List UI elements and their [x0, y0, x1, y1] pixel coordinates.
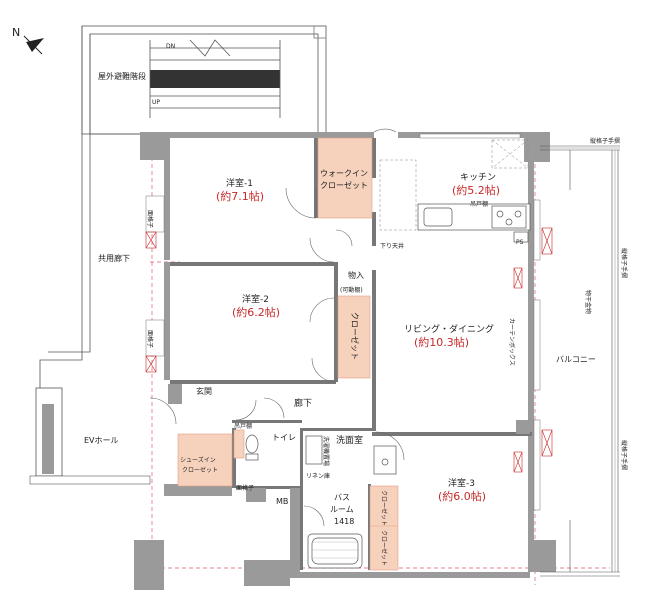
western1-size: (約7.1帖) — [216, 189, 264, 203]
closet3-area — [369, 485, 399, 571]
face-lattice-label-1: 面格子 — [146, 210, 154, 228]
storage-name1: 物入 — [348, 270, 364, 280]
walkin-name1: ウォークイン — [320, 169, 368, 178]
walkin-name2: クローゼット — [320, 180, 368, 190]
shoes-name2: クローゼット — [182, 466, 218, 474]
closet3b-name: クローゼット — [380, 530, 388, 566]
vent-markers — [145, 227, 553, 473]
face-lattice-label-3: 面格子 — [236, 484, 254, 492]
closet2-name: クローゼット — [350, 312, 360, 360]
common-corridor-label: 共用廊下 — [98, 253, 130, 263]
exterior-walls — [134, 132, 556, 590]
living-name: リビング・ダイニング — [404, 323, 494, 335]
bath-tile-hatch — [312, 541, 358, 559]
ps-label: PS — [516, 239, 524, 246]
north-arrow-icon — [26, 38, 44, 52]
linen-name: リネン庫 — [306, 472, 330, 480]
living-size: (約10.3帖) — [414, 335, 469, 349]
face-lattice-label-2: 面格子 — [146, 330, 154, 348]
drop-ceiling-label: 下り天井 — [380, 242, 404, 250]
toilet-cabinet-area — [233, 429, 245, 459]
storage-name2: (可動棚) — [340, 286, 363, 294]
western3-name: 洋室-3 — [448, 477, 475, 489]
columns — [164, 384, 530, 572]
lattice-rail-top-label: 縦格子手摺 — [590, 137, 620, 145]
western3-size: (約6.0帖) — [438, 489, 486, 503]
kitchen-size: (約5.2帖) — [452, 183, 500, 197]
lattice-rail-right1-label: 縦格子手摺 — [620, 248, 628, 278]
washer-name: 洗濯機置場 — [322, 436, 330, 466]
stair-treads — [149, 39, 281, 118]
doors — [149, 128, 405, 527]
kitchen-counter — [417, 203, 531, 243]
mb-label: MB — [276, 497, 288, 506]
lattice-rail-right2-label: 縦格子手摺 — [620, 440, 628, 470]
balcony-label: バルコニー — [556, 355, 596, 364]
fixtures — [245, 434, 397, 569]
bath-name2: ルーム — [330, 505, 354, 514]
range-hood-label: 吊戸棚 — [234, 422, 252, 430]
kitchen-name: キッチン — [460, 172, 496, 183]
curtain-box-label: カーテンボックス — [508, 318, 516, 366]
laundry-rack-label: 物干金物 — [584, 290, 592, 314]
bath-code: 1418 — [334, 517, 354, 526]
compass: N — [12, 26, 44, 55]
stairs-up-label: UP — [152, 99, 160, 106]
hallway-name: 廊下 — [294, 397, 312, 409]
bath-name1: バス — [334, 493, 350, 502]
outdoor-area — [39, 25, 327, 400]
entrance-name: 玄関 — [196, 386, 212, 396]
outdoor-stairs-label: 屋外避難階段 — [98, 71, 146, 81]
ev-hall-structure — [29, 387, 151, 485]
compass-north-label: N — [12, 26, 20, 39]
range-hood-dashes — [379, 139, 529, 231]
windows — [145, 133, 541, 511]
sink-icon — [423, 207, 453, 227]
upper-cabinet-label: 吊戸棚 — [470, 200, 488, 208]
washer-space — [305, 435, 323, 465]
closet3a-name: クローゼット — [380, 490, 388, 526]
shoes-name1: シューズイン — [180, 456, 216, 464]
western1-name: 洋室-1 — [226, 177, 253, 189]
stairs-dn-label: DN — [166, 43, 175, 50]
toilet-name: トイレ — [272, 433, 296, 442]
toilet-icon — [245, 434, 259, 454]
closet-areas — [177, 137, 489, 571]
western2-size: (約6.2帖) — [232, 305, 280, 319]
walkin-closet-area — [317, 137, 373, 219]
shoes-closet-area — [177, 433, 233, 487]
closet2-area — [337, 295, 371, 379]
balcony-area — [540, 145, 620, 577]
ev-hall-label: EVホール — [84, 436, 119, 445]
western2-name: 洋室-2 — [242, 293, 269, 305]
balcony-rail-ticks — [540, 147, 620, 572]
washroom-name: 洗面室 — [336, 434, 363, 446]
